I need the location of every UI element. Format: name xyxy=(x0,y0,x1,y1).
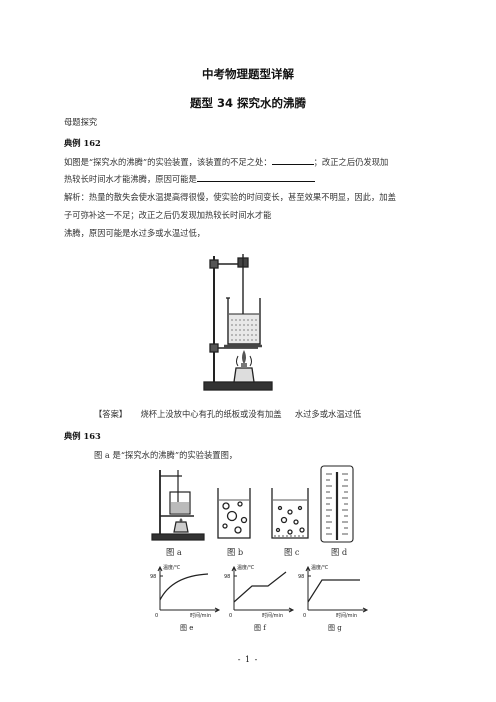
section-label: 母题探究 xyxy=(64,117,98,127)
question-text-1b: ；改正之后仍发现加 xyxy=(313,157,389,167)
figure-c-beaker xyxy=(271,488,309,539)
answer-label: 【答案】 xyxy=(94,409,128,419)
caption-g: 图 g xyxy=(328,624,342,632)
figure-a-apparatus xyxy=(151,470,205,541)
graph-g-xlabel: 时间/min xyxy=(336,612,357,619)
graph-g-ytick: 98 xyxy=(298,574,304,580)
example-heading-162: 典例 162 xyxy=(64,138,101,148)
caption-f: 图 f xyxy=(254,624,267,632)
example-heading-163: 典例 163 xyxy=(64,431,101,441)
answer-part-2: 水过多或水温过低 xyxy=(294,409,362,419)
graph-e-xlabel: 时间/min xyxy=(190,612,211,619)
caption-c: 图 c xyxy=(284,547,300,557)
temperature-graphs: 温度/℃ 98 0 时间/min 温度/℃ 98 0 时间/min 温度/℃ 9… xyxy=(150,564,369,632)
graph-f-ytick: 98 xyxy=(224,574,230,580)
figure-d-thermometer xyxy=(320,465,354,543)
answer-blank-1 xyxy=(271,155,314,165)
answer-line: 【答案】 烧杯上没放中心有孔的纸板或没有加盖 水过多或水温过低 xyxy=(94,408,361,420)
page-subtitle: 题型 34 探究水的沸腾 xyxy=(189,96,306,110)
graph-e-ytick: 98 xyxy=(150,574,156,580)
caption-e: 图 e xyxy=(180,624,193,632)
graph-e-ylabel: 温度/℃ xyxy=(163,564,181,571)
question-line-2: 热较长时间水才能沸腾，原因可能是 xyxy=(64,172,315,185)
answer-part-1: 烧杯上没放中心有孔的纸板或没有加盖 xyxy=(140,409,282,419)
answer-blank-2 xyxy=(196,172,315,182)
graph-e-origin: 0 xyxy=(155,613,158,619)
analysis-line-3: 沸腾，原因可能是水过多或水温过低， xyxy=(64,228,206,238)
page-title: 中考物理题型详解 xyxy=(202,67,294,81)
caption-a: 图 a xyxy=(166,547,182,557)
question-line-1: 如图是“探究水的沸腾”的实验装置，该装置的不足之处： ；改正之后仍发现加 xyxy=(64,155,388,168)
question-text-1a: 如图是“探究水的沸腾”的实验装置，该装置的不足之处： xyxy=(64,157,272,167)
caption-b: 图 b xyxy=(227,547,244,557)
graph-f-xlabel: 时间/min xyxy=(262,612,283,619)
boiling-apparatus-figure xyxy=(203,254,273,391)
page-number: - 1 - xyxy=(237,655,259,664)
graph-f-ylabel: 温度/℃ xyxy=(237,564,255,571)
analysis-line-1: 解析：热量的散失会使水温提高得很慢，使实验的时间变长，甚至效果不明显，因此，加盖 xyxy=(64,192,396,202)
graph-f-origin: 0 xyxy=(229,613,232,619)
analysis-line-2: 子可弥补这一不足；改正之后仍发现加热较长时间水才能 xyxy=(64,210,272,220)
graph-g-origin: 0 xyxy=(303,613,306,619)
figure-b-beaker xyxy=(217,488,251,539)
question-text-2: 热较长时间水才能沸腾，原因可能是 xyxy=(64,174,197,184)
graph-g-ylabel: 温度/℃ xyxy=(311,564,329,571)
example-163-intro: 图 a 是“探究水的沸腾”的实验装置图， xyxy=(94,450,238,460)
caption-d: 图 d xyxy=(331,547,348,557)
